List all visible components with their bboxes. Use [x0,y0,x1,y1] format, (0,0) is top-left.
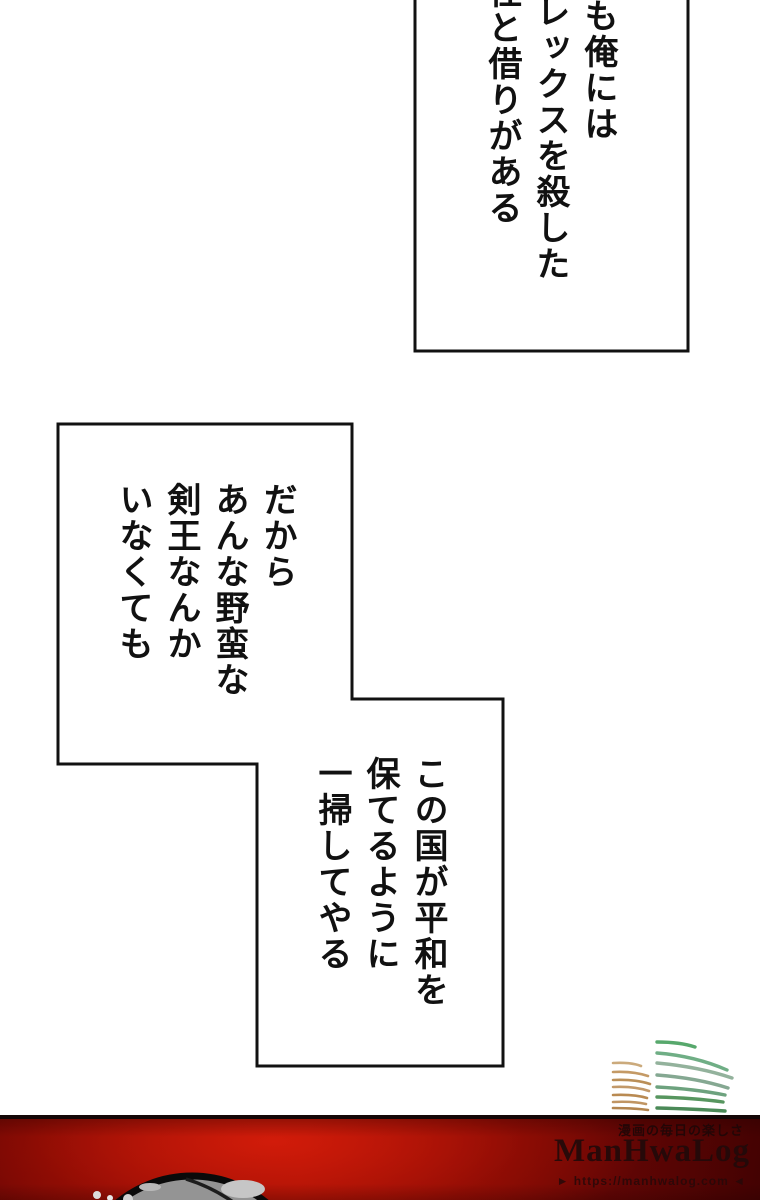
joined-bubble-shape [56,422,505,1068]
bubble-mid-col-1: だから [258,482,296,590]
sphere-highlight [139,1183,161,1191]
watermark-tagline: 漫画の毎日の楽しさ [617,1123,744,1138]
manhwalog-book-fan-icon [611,1040,734,1113]
bubble-low-col-3: 一掃してやる [313,756,351,972]
tan-fan-icon [611,1061,652,1112]
top-right-bubble-shape [413,0,690,353]
bubble-top-col-2: レックスを殺した [531,0,569,282]
sphere-dot [107,1195,113,1200]
gray-sphere-head [93,1172,269,1200]
sphere-seam-line [185,1177,234,1200]
bubble-mid-col-3: 剣王なんか [162,482,200,662]
green-fan-icon [655,1040,734,1113]
bottom-panel-band: 漫画の毎日の楽しさ ManHwaLog ► https://manhwalog.… [0,1115,760,1200]
bubble-mid-col-4: いなくても [114,482,152,662]
bubble-mid-col-2: あんな野蛮な [210,482,248,698]
bubble-low-col-2: 保てるように [361,756,399,972]
bubble-top-col-1: も俺には [579,0,617,142]
sphere-dot [123,1194,133,1200]
sphere-dot [93,1191,101,1199]
watermark-url: ► https://manhwalog.com ◄ [556,1174,746,1188]
watermark-brand: ManHwaLog [553,1133,750,1169]
bubble-low-col-1: この国が平和を [409,756,447,1008]
bubble-top-col-3: 任と借りがある [483,0,521,226]
sphere-light-patch [221,1180,265,1198]
